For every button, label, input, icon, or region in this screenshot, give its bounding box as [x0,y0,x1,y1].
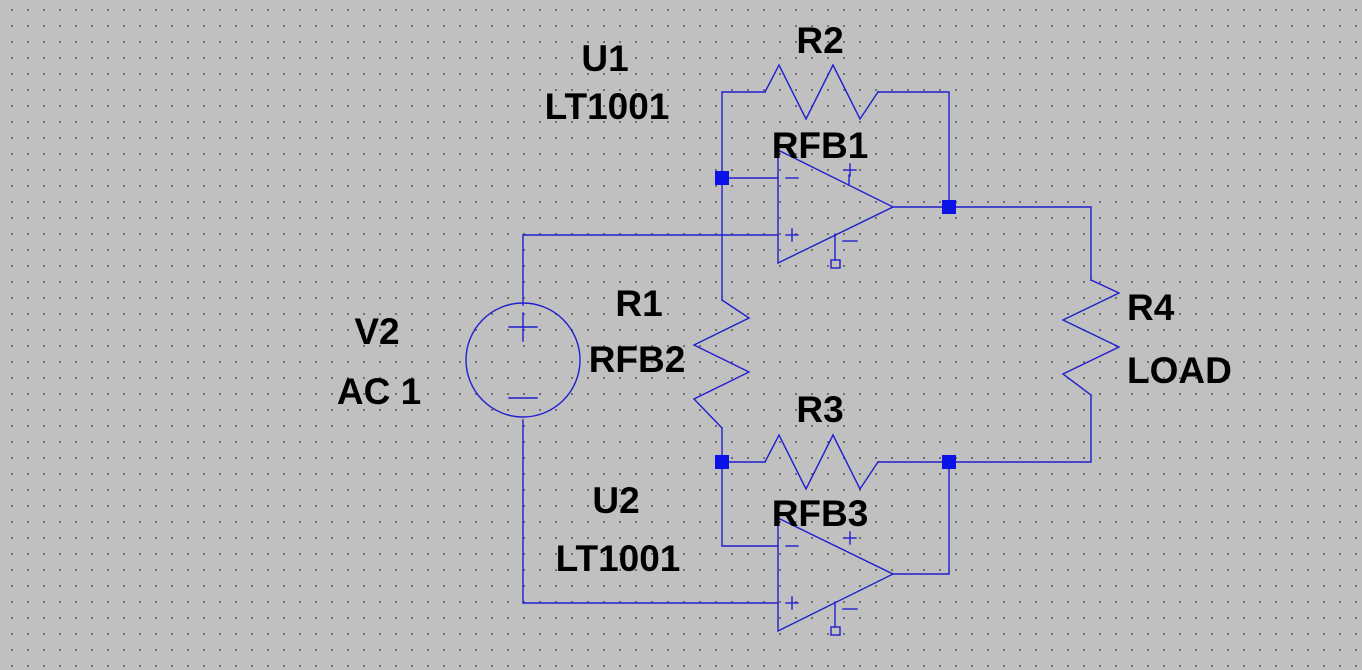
opamp-u2-name: U2 [592,480,640,521]
opamp-u2-overlay-label: RFB3 [771,493,869,534]
opamp-u1-model: LT1001 [544,86,670,127]
voltage-source-v2-symbol[interactable] [465,302,581,418]
resistor-r2-name: R2 [796,20,844,61]
wire-network [522,91,1092,604]
opamp-u1-overlay-label: RFB1 [771,125,869,166]
resistor-r1-value: RFB2 [588,339,686,380]
opamp-u1-symbol[interactable] [777,148,895,269]
source-v2-name: V2 [354,311,400,352]
resistor-r3-name: R3 [796,389,844,430]
resistor-r4-symbol[interactable] [1061,279,1121,396]
resistor-r1-symbol[interactable] [692,299,751,429]
opamp-u1-name: U1 [581,38,629,79]
opamp-u2-symbol[interactable] [777,516,895,636]
resistor-r4-value: LOAD [1127,350,1232,391]
source-v2-value: AC 1 [336,371,422,412]
resistor-r1-name: R1 [615,283,663,324]
resistor-r2-symbol[interactable] [764,63,879,121]
junction-dots [715,171,956,469]
resistor-r3-symbol[interactable] [764,433,879,491]
opamp-u2-model: LT1001 [555,538,681,579]
resistor-r4-name: R4 [1127,287,1175,328]
